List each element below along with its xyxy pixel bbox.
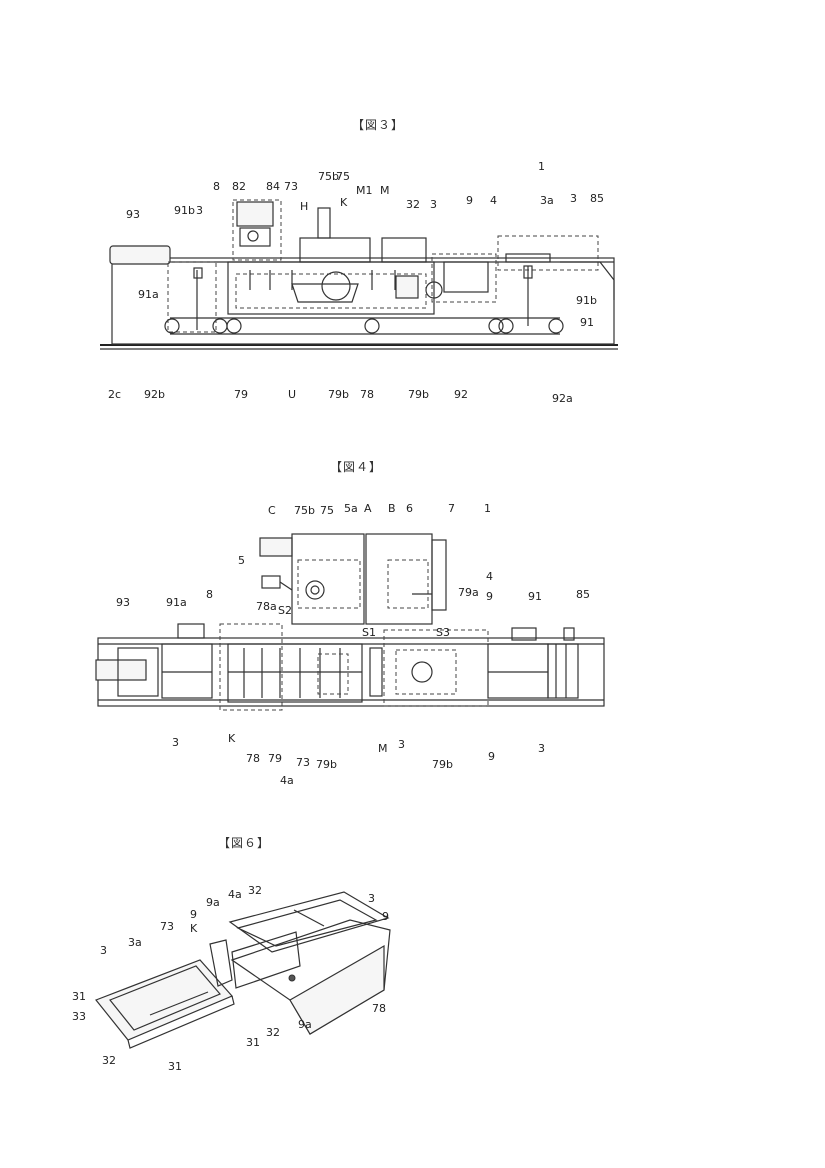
fig6-label: 31 <box>72 990 86 1003</box>
figure-4-title: 【図４】 <box>330 460 383 474</box>
fig3-label: 79b <box>408 388 429 401</box>
rollers-row <box>249 270 396 290</box>
fig6-label: 73 <box>160 920 174 933</box>
fig6-label: K <box>190 922 198 935</box>
fig4-label: 8 <box>206 588 213 601</box>
fig3-label: 92a <box>552 392 573 405</box>
fig6-label: 3a <box>128 936 142 949</box>
fig4-label: A <box>364 502 372 515</box>
fig4-label: 3 <box>538 742 545 755</box>
fig6-label: 31 <box>246 1036 260 1049</box>
fig4-label: 5 <box>238 554 245 567</box>
fig3-label: 92b <box>144 388 165 401</box>
fig4-label: 73 <box>296 756 310 769</box>
fig4-label: 79 <box>268 752 282 765</box>
fig3-label: 91b <box>174 204 195 217</box>
fig3-label: M <box>380 184 390 197</box>
fig3-label: 2c <box>108 388 121 401</box>
fig3-label: 92 <box>454 388 468 401</box>
fig4-label: 3 <box>398 738 405 751</box>
fig4-label: 75 <box>320 504 334 517</box>
fig3-label: H <box>300 200 308 213</box>
fig3-label: 32 <box>406 198 420 211</box>
fig4-label: 79a <box>458 586 479 599</box>
fig6-label: 9 <box>190 908 197 921</box>
fig4-label: 4a <box>280 774 294 787</box>
fig3-label: 75 <box>336 170 350 183</box>
figure-3-title: 【図３】 <box>352 118 405 132</box>
fig3-label: 1 <box>538 160 545 173</box>
fig4-label: 6 <box>406 502 413 515</box>
fig4-label: 79b <box>432 758 453 771</box>
fig4-label: 7 <box>448 502 455 515</box>
fig6-label: 32 <box>266 1026 280 1039</box>
fig6-label: 3 <box>100 944 107 957</box>
fig6-label: 9a <box>206 896 220 909</box>
fig6-label: 33 <box>72 1010 86 1023</box>
fig4-label: 91a <box>166 596 187 609</box>
fig3-label: 91a <box>138 288 159 301</box>
fig4-label: S1 <box>362 626 376 639</box>
fig4-rollers <box>243 648 341 698</box>
fig3-label: 79 <box>234 388 248 401</box>
fig6-label: 32 <box>248 884 262 897</box>
fig4-label: 75b <box>294 504 315 517</box>
fig4-label: 9 <box>488 750 495 763</box>
fig4-label: 78a <box>256 600 277 613</box>
fig4-label: S3 <box>436 626 450 639</box>
fig4-label: 93 <box>116 596 130 609</box>
fig3-label: 82 <box>232 180 246 193</box>
fig4-label: 3 <box>172 736 179 749</box>
fig6-label: 9 <box>382 910 389 923</box>
fig6-label: 9a <box>298 1018 312 1031</box>
fig4-label: 79b <box>316 758 337 771</box>
fig4-label: K <box>228 732 236 745</box>
fig4-label: 5a <box>344 502 358 515</box>
figure-3-drawing: 1 8 82 84 73 75b 75 M1 M H K 93 91b 3 32… <box>100 160 618 405</box>
fig3-label: 78 <box>360 388 374 401</box>
fig6-label: 4a <box>228 888 242 901</box>
fig6-label: 78 <box>372 1002 386 1015</box>
fig4-label: 9 <box>486 590 493 603</box>
fig6-label: 31 <box>168 1060 182 1073</box>
fig3-label: U <box>288 388 296 401</box>
fig6-label: 32 <box>102 1054 116 1067</box>
fig3-label: 73 <box>284 180 298 193</box>
fig3-label: 79b <box>328 388 349 401</box>
fig3-label: 3 <box>196 204 203 217</box>
fig4-label: B <box>388 502 396 515</box>
fig4-label: C <box>268 504 276 517</box>
fig3-label: 91b <box>576 294 597 307</box>
fig3-label: 3 <box>570 192 577 205</box>
fig4-label: S2 <box>278 604 292 617</box>
fig3-label: 8 <box>213 180 220 193</box>
fig4-label: 1 <box>484 502 491 515</box>
fig4-label: M <box>378 742 388 755</box>
fig3-label: 75b <box>318 170 339 183</box>
fig4-label: 91 <box>528 590 542 603</box>
figure-6-title: 【図６】 <box>218 836 271 850</box>
fig4-label: 4 <box>486 570 493 583</box>
fig3-label: 3 <box>430 198 437 211</box>
fig3-label: 93 <box>126 208 140 221</box>
figure-4-drawing: 1 C 75b 75 5a A B 6 7 5 93 91a 8 78a S2 … <box>95 502 605 787</box>
fig3-label: 85 <box>590 192 604 205</box>
fig3-label: 84 <box>266 180 280 193</box>
fig3-label: 3a <box>540 194 554 207</box>
fig4-label: 85 <box>576 588 590 601</box>
fig6-label: 3 <box>368 892 375 905</box>
fig3-label: 91 <box>580 316 594 329</box>
fig4-label: 78 <box>246 752 260 765</box>
fig3-label: 4 <box>490 194 497 207</box>
fig3-label: K <box>340 196 348 209</box>
fig3-label: 9 <box>466 194 473 207</box>
fig3-label: M1 <box>356 184 373 197</box>
figure-6-drawing: 9a 4a 32 9 K 73 3 3 9 3a 31 33 32 31 9a … <box>72 884 391 1073</box>
